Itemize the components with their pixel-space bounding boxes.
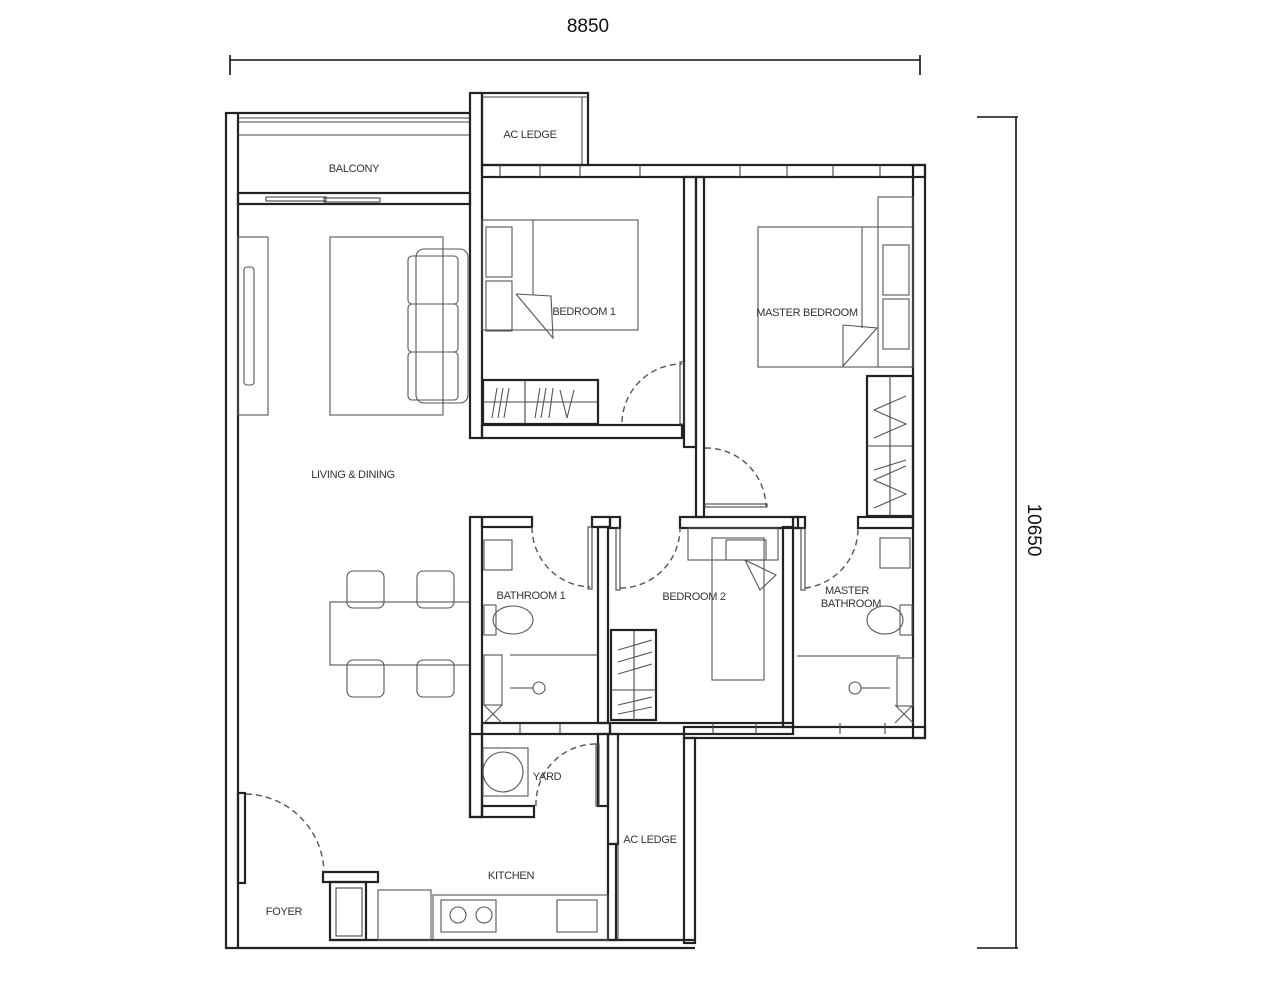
room-label-kitchen: KITCHEN	[488, 870, 535, 882]
bedroom-2: BEDROOM 2	[608, 515, 800, 736]
room-label-ac-ledge-top: AC LEDGE	[503, 129, 556, 141]
room-label-ac-ledge-bottom: AC LEDGE	[623, 834, 676, 846]
living-dining: LIVING & DINING	[237, 236, 471, 698]
dimension-height: 10650	[977, 116, 1044, 949]
yard: YARD	[468, 732, 620, 846]
height-dimension-label: 10650	[1023, 504, 1044, 557]
room-label-master-bathroom-1: MASTER	[825, 585, 869, 597]
room-label-master-bedroom: MASTER BEDROOM	[756, 307, 858, 319]
ac-ledge-bottom: AC LEDGE	[617, 738, 677, 940]
foyer: FOYER	[236, 791, 325, 918]
room-label-foyer: FOYER	[266, 906, 303, 918]
kitchen: KITCHEN	[321, 842, 618, 942]
bedroom-1: BEDROOM 1	[480, 175, 698, 449]
room-label-yard: YARD	[533, 771, 562, 783]
master-bathroom: MASTER BATHROOM	[791, 515, 915, 734]
room-label-living-dining: LIVING & DINING	[311, 469, 395, 481]
room-label-bedroom-1: BEDROOM 1	[552, 306, 615, 318]
width-dimension-label: 8850	[567, 16, 609, 37]
room-label-bedroom-2: BEDROOM 2	[662, 591, 725, 603]
master-bedroom: MASTER BEDROOM	[694, 175, 915, 519]
room-label-balcony: BALCONY	[329, 163, 380, 175]
room-label-master-bathroom-2: BATHROOM	[821, 598, 881, 610]
outer-walls	[224, 91, 927, 950]
room-label-bathroom-1: BATHROOM 1	[497, 590, 566, 602]
dimension-width: 8850	[229, 16, 921, 75]
